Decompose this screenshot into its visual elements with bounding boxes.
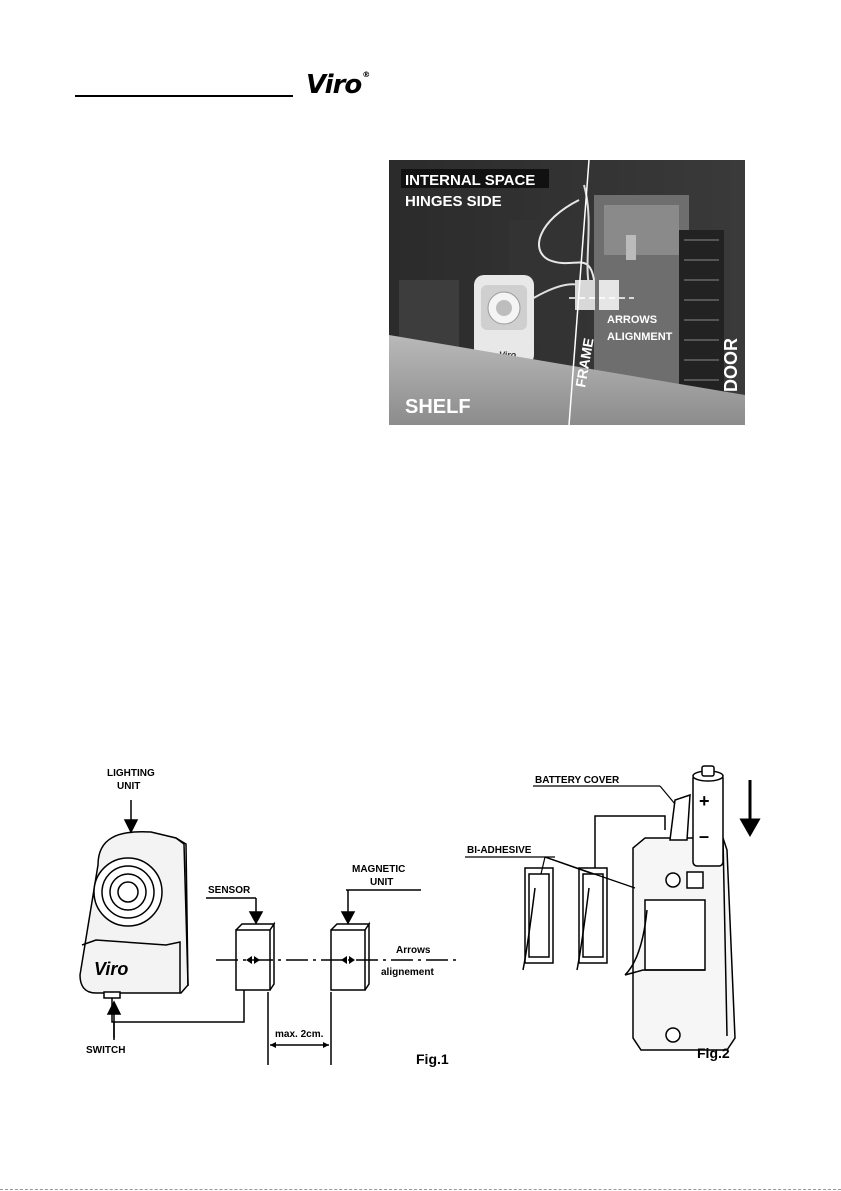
label-arrows: ARROWS — [607, 314, 657, 326]
fig1-distance-label: max. 2cm. — [275, 1029, 324, 1040]
figure-1: Viro LIGHTING UNIT SENSOR MAGNETIC UNIT … — [76, 760, 466, 1070]
fig2-battery-cover-label: BATTERY COVER — [535, 775, 620, 786]
label-door: DOOR — [721, 338, 741, 392]
fig2-caption: Fig.2 — [697, 1045, 730, 1061]
fig1-switch-label: SWITCH — [86, 1045, 125, 1056]
label-alignment: ALIGNMENT — [607, 331, 673, 343]
figure-2: + – BATTERY COVER BI-ADHESIVE Fig.2 — [465, 760, 775, 1070]
fig1-caption: Fig.1 — [416, 1051, 449, 1067]
battery-minus: – — [699, 826, 709, 846]
label-hinges-side: HINGES SIDE — [405, 193, 502, 210]
fig1-arrows-label-1: Arrows — [396, 945, 431, 956]
label-internal-space: INTERNAL SPACE — [405, 172, 535, 189]
installation-photo: Viro INTERNAL SPACE HINGES SIDE ARROWS A… — [389, 160, 745, 425]
label-shelf: SHELF — [405, 396, 471, 418]
fig2-bi-adhesive-label: BI-ADHESIVE — [467, 845, 532, 856]
fig1-lighting-unit-label-1: LIGHTING — [107, 768, 155, 779]
fig1-lighting-unit-label-2: UNIT — [117, 781, 140, 792]
fig1-sensor-label: SENSOR — [208, 885, 251, 896]
fig1-brand: Viro — [94, 959, 128, 979]
battery-plus: + — [699, 791, 710, 811]
fig1-magnetic-unit-label-2: UNIT — [370, 877, 393, 888]
header-rule — [75, 95, 293, 97]
fig1-magnetic-unit-label-1: MAGNETIC — [352, 864, 405, 875]
fig1-arrows-label-2: alignement — [381, 967, 434, 978]
viro-logo: Viro® — [306, 70, 369, 100]
